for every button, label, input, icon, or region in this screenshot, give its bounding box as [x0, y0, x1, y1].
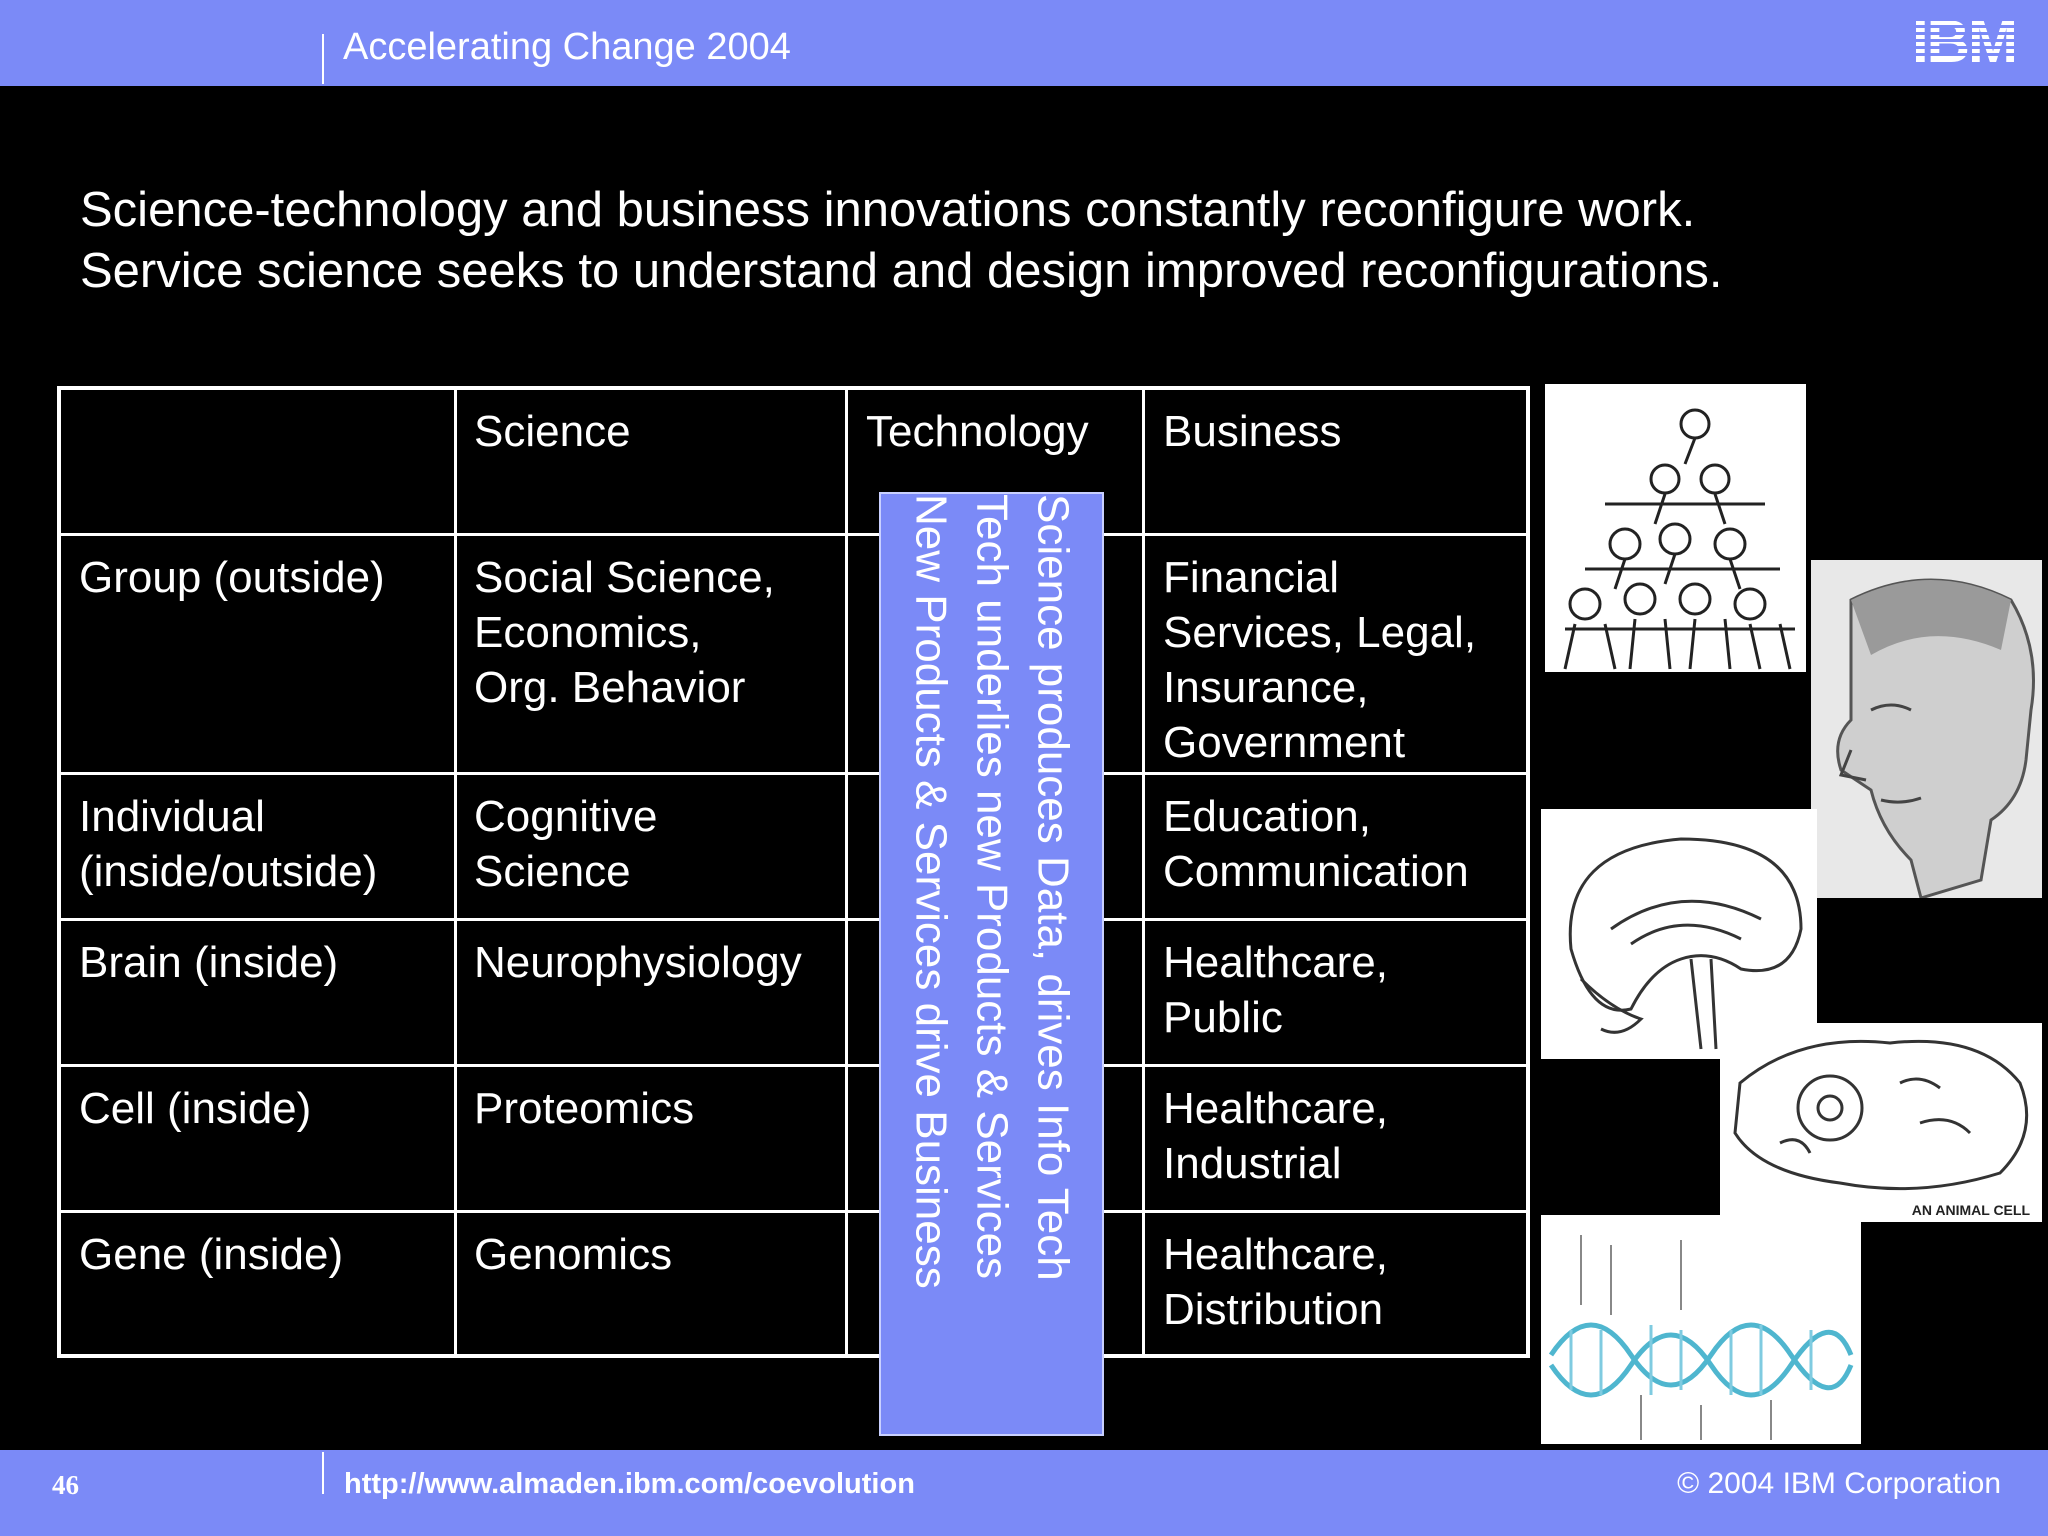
table-divider — [61, 533, 1526, 536]
row-label-cell: Cell (inside) — [79, 1081, 311, 1136]
business-cell-line: Healthcare, — [1163, 1084, 1389, 1133]
statue-head-illustration — [1811, 560, 2042, 898]
technology-note-text: Science produces Data, drives Info Tech … — [900, 494, 1083, 1434]
row-label-individual: Individual (inside/outside) — [79, 789, 377, 899]
footer-divider — [322, 1452, 324, 1494]
business-cell-cell: Healthcare, Industrial — [1163, 1081, 1388, 1191]
brain-image — [1541, 809, 1817, 1059]
science-cell-cell: Proteomics — [474, 1081, 694, 1136]
science-cell-brain: Neurophysiology — [474, 935, 802, 990]
statue-head-image — [1811, 560, 2042, 898]
table-divider — [454, 390, 457, 1354]
animal-cell-image: AN ANIMAL CELL — [1720, 1023, 2042, 1222]
brain-illustration — [1568, 837, 1803, 1050]
row-label-line: Brain (inside) — [79, 938, 339, 987]
row-label-line: (inside/outside) — [79, 847, 378, 896]
header-divider — [322, 34, 324, 84]
business-cell-line: Healthcare, — [1163, 1230, 1389, 1279]
science-cell-line: Neurophysiology — [474, 938, 802, 987]
business-cell-line: Communication — [1163, 847, 1469, 896]
technology-note-line: New Products & Services drive Business — [906, 494, 955, 1289]
human-pyramid-illustration — [1563, 408, 1795, 670]
business-cell-individual: Education, Communication — [1163, 789, 1469, 899]
dna-image — [1541, 1215, 1861, 1444]
business-cell-brain: Healthcare, Public — [1163, 935, 1388, 1045]
human-pyramid-image — [1545, 384, 1806, 672]
row-label-line: Cell (inside) — [79, 1084, 312, 1133]
table-divider — [61, 1064, 1526, 1067]
animal-cell-caption: AN ANIMAL CELL — [1912, 1202, 2031, 1218]
column-header-technology: Technology — [866, 407, 1089, 456]
slide-headline: Science-technology and business innovati… — [80, 180, 1722, 302]
science-cell-individual: Cognitive Science — [474, 789, 657, 899]
headline-line-2: Service science seeks to understand and … — [80, 244, 1723, 298]
science-cell-line: Science — [474, 847, 631, 896]
table-divider — [61, 918, 1526, 921]
column-header-science: Science — [474, 407, 631, 456]
business-cell-line: Distribution — [1163, 1285, 1384, 1334]
row-label-line: Group (outside) — [79, 553, 385, 602]
business-cell-line: Healthcare, — [1163, 938, 1389, 987]
row-label-gene: Gene (inside) — [79, 1227, 343, 1282]
table-divider — [1142, 390, 1145, 1354]
science-cell-line: Proteomics — [474, 1084, 695, 1133]
science-cell-group: Social Science, Economics, Org. Behavior — [474, 550, 775, 715]
footer-bar — [0, 1450, 2048, 1536]
science-cell-line: Economics, — [474, 608, 702, 657]
science-cell-line: Social Science, — [474, 553, 775, 602]
table-divider — [61, 1210, 1526, 1213]
animal-cell-illustration: AN ANIMAL CELL — [1733, 1039, 2031, 1218]
table-divider — [845, 390, 848, 1354]
business-cell-line: Industrial — [1163, 1139, 1342, 1188]
dna-illustration — [1548, 1235, 1854, 1440]
business-cell-line: Insurance, — [1163, 663, 1369, 712]
science-cell-line: Org. Behavior — [474, 663, 746, 712]
business-cell-group: Financial Services, Legal, Insurance, Go… — [1163, 550, 1476, 770]
presentation-title: Accelerating Change 2004 — [343, 26, 791, 68]
footer-url-link[interactable]: http://www.almaden.ibm.com/coevolution — [344, 1468, 915, 1500]
business-cell-line: Government — [1163, 718, 1406, 767]
science-cell-line: Genomics — [474, 1230, 673, 1279]
technology-note-line: Tech underlies new Products & Services — [967, 494, 1016, 1280]
business-cell-line: Financial — [1163, 553, 1340, 602]
row-label-group: Group (outside) — [79, 550, 385, 605]
row-label-line: Individual — [79, 792, 265, 841]
business-cell-line: Education, — [1163, 792, 1371, 841]
header-bar — [0, 0, 2048, 86]
ibm-logo: IBM — [1893, 12, 2035, 70]
business-cell-line: Public — [1163, 993, 1283, 1042]
row-label-brain: Brain (inside) — [79, 935, 338, 990]
column-header-business: Business — [1163, 407, 1342, 456]
headline-line-1: Science-technology and business innovati… — [80, 183, 1696, 237]
copyright-notice: © 2004 IBM Corporation — [1677, 1467, 2001, 1500]
business-cell-line: Services, Legal, — [1163, 608, 1477, 657]
science-cell-line: Cognitive — [474, 792, 658, 841]
science-cell-gene: Genomics — [474, 1227, 672, 1282]
page-number: 46 — [52, 1470, 79, 1500]
business-cell-gene: Healthcare, Distribution — [1163, 1227, 1388, 1337]
science-technology-business-table: Science Technology Business Group (outsi… — [57, 386, 1530, 1358]
table-divider — [61, 772, 1526, 775]
row-label-line: Gene (inside) — [79, 1230, 344, 1279]
technology-note-line: Science produces Data, drives Info Tech — [1028, 494, 1077, 1281]
technology-note-box: Science produces Data, drives Info Tech … — [879, 492, 1104, 1436]
